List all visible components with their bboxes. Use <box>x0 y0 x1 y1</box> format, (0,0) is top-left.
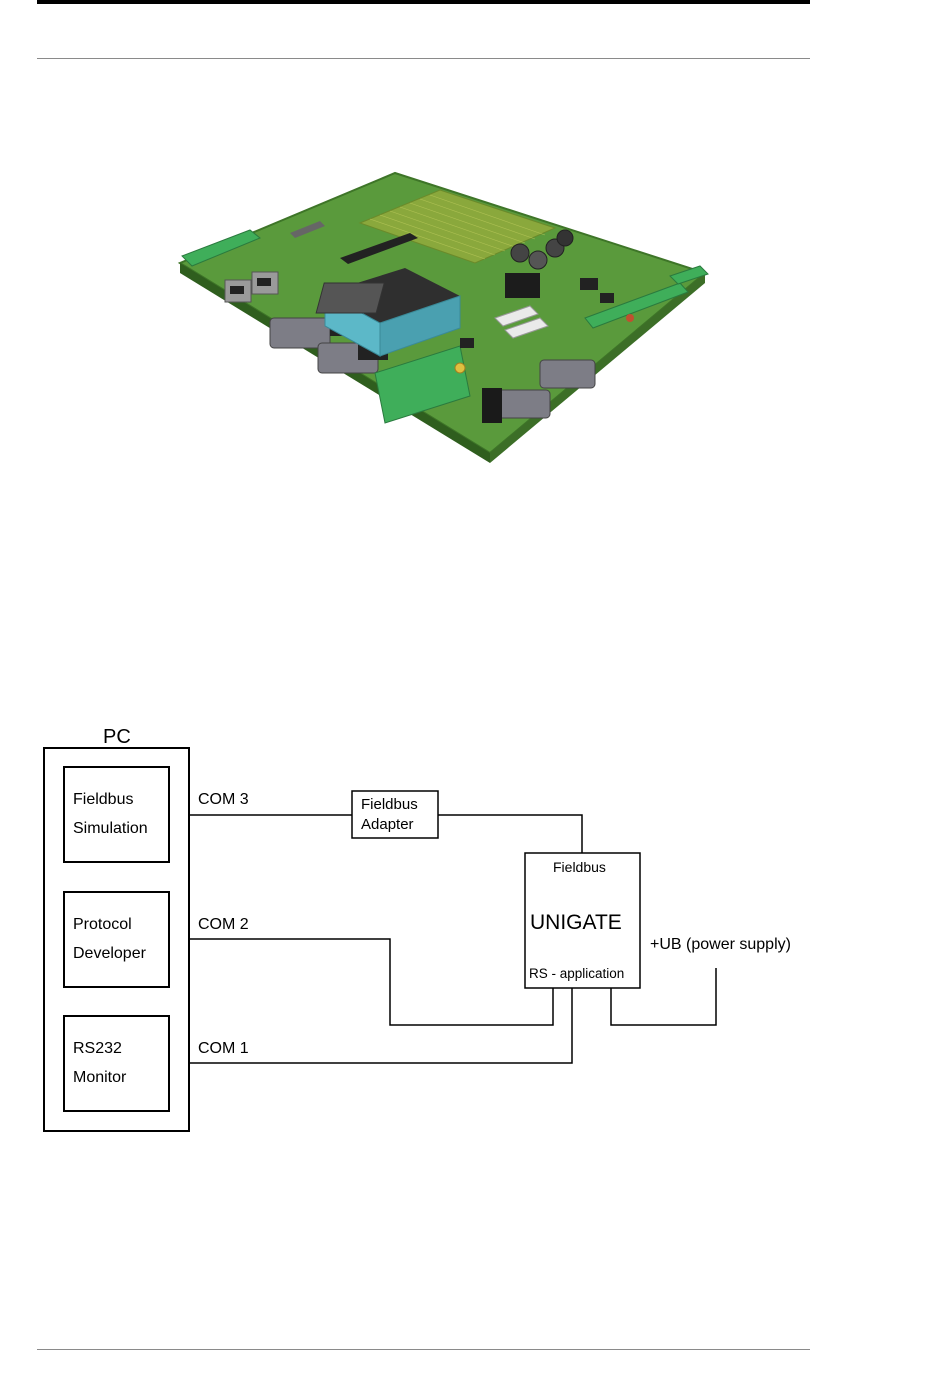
power-supply-line <box>611 968 716 1025</box>
block-label-line2: Simulation <box>73 820 148 837</box>
com2-line <box>189 939 553 1025</box>
adapter-label-line2: Adapter <box>361 816 414 833</box>
block-label-line1: Fieldbus <box>73 791 133 808</box>
adapter-label-line1: Fieldbus <box>361 796 418 813</box>
pc-label: PC <box>103 726 131 748</box>
power-supply-label: +UB (power supply) <box>650 936 791 953</box>
fieldbus-simulation-box <box>64 767 169 862</box>
header-rule-thick <box>37 0 810 4</box>
connection-diagram: PC Fieldbus Simulation Protocol Develope… <box>0 700 950 1160</box>
com1-label: COM 1 <box>198 1040 249 1057</box>
com2-label: COM 2 <box>198 916 249 933</box>
block-label-line1: RS232 <box>73 1040 122 1057</box>
block-label-line1: Protocol <box>73 916 132 933</box>
protocol-developer-box <box>64 892 169 987</box>
evaluation-board-photo <box>160 168 720 463</box>
header-rule-thin <box>37 58 810 59</box>
adapter-to-unigate-line <box>438 815 582 853</box>
block-label-line2: Developer <box>73 945 147 962</box>
unigate-rs-label: RS - application <box>529 966 624 981</box>
footer-rule <box>37 1349 810 1350</box>
unigate-fieldbus-label: Fieldbus <box>553 859 606 875</box>
rs232-monitor-box <box>64 1016 169 1111</box>
block-label-line2: Monitor <box>73 1069 127 1086</box>
unigate-title: UNIGATE <box>530 911 622 934</box>
com3-label: COM 3 <box>198 791 249 808</box>
